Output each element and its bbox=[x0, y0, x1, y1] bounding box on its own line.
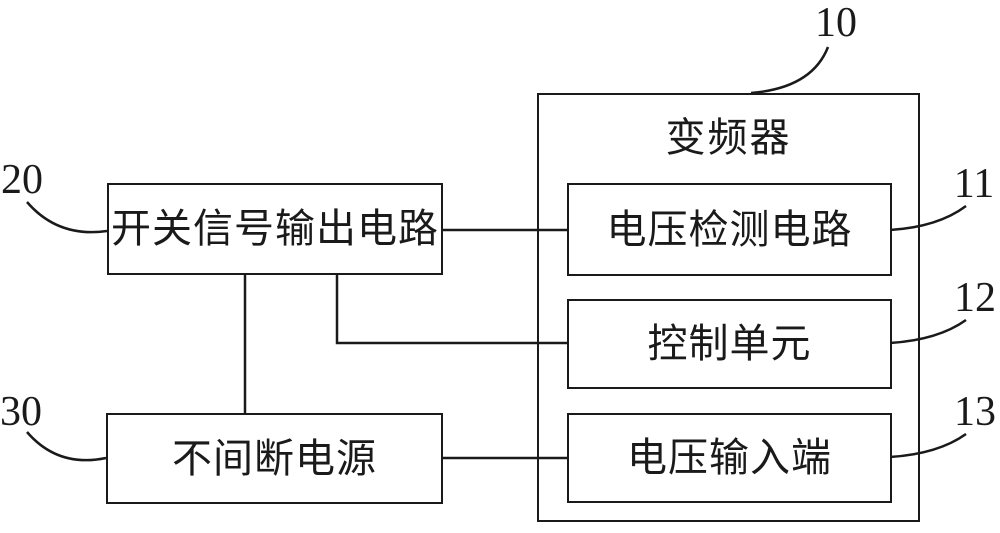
switch-signal-output-block: 开关信号输出电路 bbox=[107, 183, 443, 275]
ups-label: 不间断电源 bbox=[172, 435, 377, 481]
ref-numeral-11: 11 bbox=[953, 161, 995, 207]
ref-numeral-12: 12 bbox=[954, 275, 996, 321]
control-unit-block: 控制单元 bbox=[567, 299, 892, 389]
ref-numeral-30: 30 bbox=[0, 389, 42, 435]
leader-line-10 bbox=[750, 46, 830, 95]
voltage-input-label: 电压输入端 bbox=[627, 435, 832, 480]
voltage-detection-label: 电压检测电路 bbox=[606, 206, 853, 252]
inverter-block: 变频器 bbox=[537, 93, 920, 522]
leader-line-11 bbox=[889, 204, 967, 232]
leader-line-12 bbox=[889, 318, 967, 345]
leader-line-13 bbox=[889, 432, 967, 459]
leader-line-20 bbox=[26, 201, 108, 234]
ref-numeral-20: 20 bbox=[1, 157, 43, 203]
ups-block: 不间断电源 bbox=[106, 413, 443, 504]
leader-line-30 bbox=[26, 431, 107, 462]
inverter-label: 变频器 bbox=[665, 115, 792, 160]
ref-numeral-13: 13 bbox=[954, 389, 996, 435]
voltage-detection-block: 电压检测电路 bbox=[567, 183, 892, 276]
voltage-input-block: 电压输入端 bbox=[567, 413, 892, 503]
ref-numeral-10: 10 bbox=[815, 0, 857, 46]
control-unit-label: 控制单元 bbox=[647, 321, 812, 366]
switch-signal-output-label: 开关信号输出电路 bbox=[111, 206, 439, 251]
connector-switch-to-control-unit bbox=[335, 274, 567, 345]
